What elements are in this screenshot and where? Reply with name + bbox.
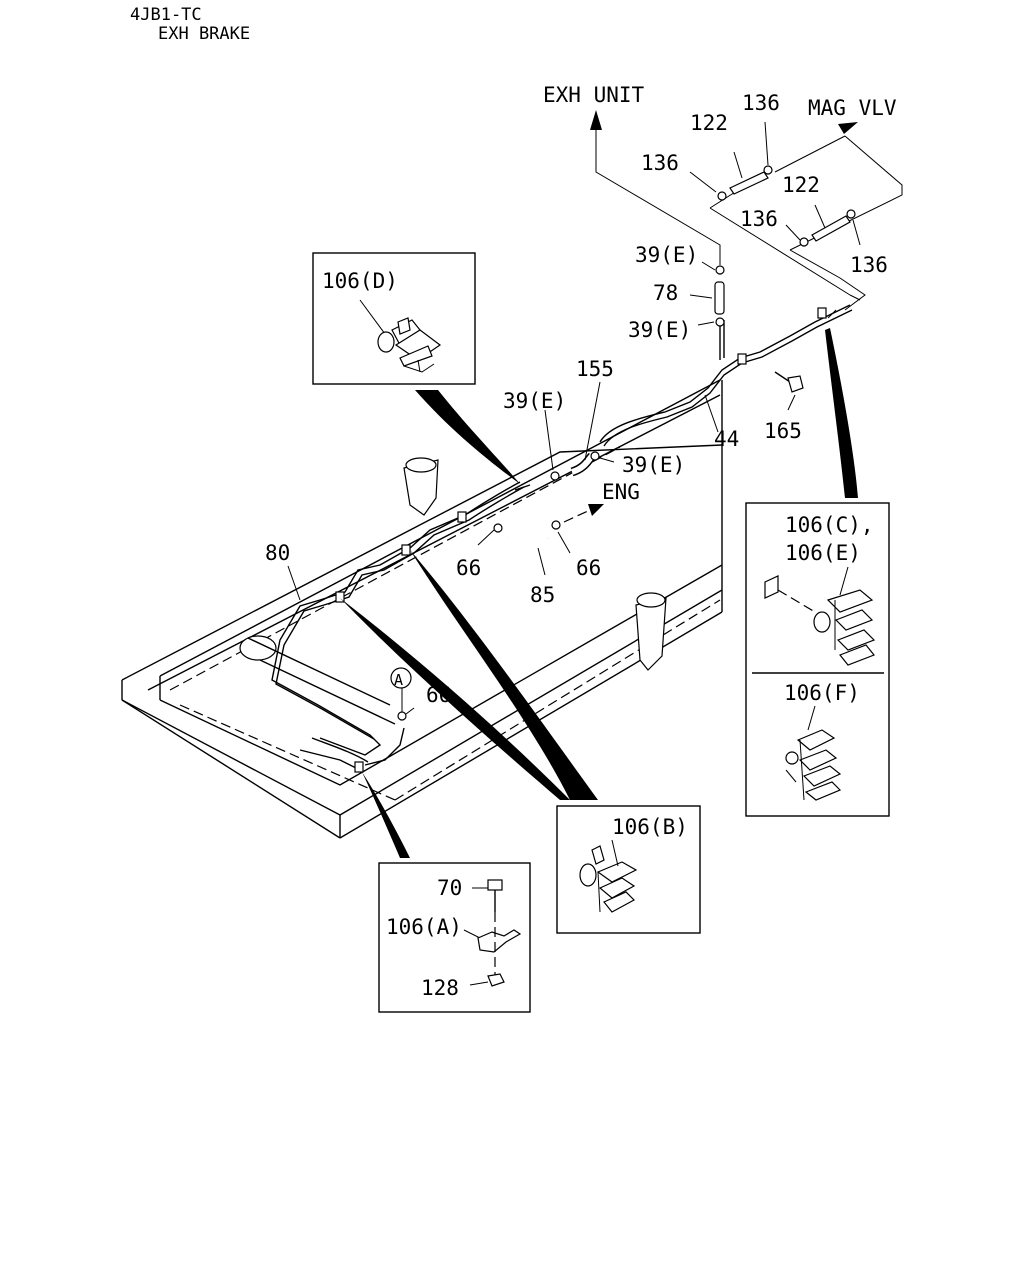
hose-122-upper — [729, 171, 769, 195]
inset-106b: 106(B) — [556, 805, 701, 934]
clip-39e — [550, 265, 725, 481]
reference-circle-a: A — [390, 667, 412, 689]
label-mag-vlv: MAG VLV — [808, 96, 897, 120]
inset-106d-label: 106(D) — [322, 269, 398, 293]
callout-66: 66 — [456, 556, 481, 580]
inset-106a: 70 106(A) 128 — [378, 862, 531, 1013]
clip-136 — [717, 165, 856, 247]
callout-66: 66 — [576, 556, 601, 580]
callout-136: 136 — [742, 91, 780, 115]
clip-106f-icon — [785, 705, 842, 801]
clip-106b-icon — [579, 839, 638, 913]
callout-78: 78 — [653, 281, 678, 305]
callout-155: 155 — [576, 357, 614, 381]
arrow-exh-unit — [590, 110, 602, 130]
inset-106c-106e-106f: 106(C), 106(E) 106(F) — [745, 502, 890, 817]
inset-106b-label: 106(B) — [612, 815, 688, 839]
clip-66 — [397, 520, 561, 721]
clip-106d-icon — [359, 299, 442, 373]
header-system: EXH BRAKE — [158, 24, 250, 44]
callout-136: 136 — [850, 253, 888, 277]
inset-106d: 106(D) — [312, 252, 476, 385]
svg-text:A: A — [394, 671, 403, 689]
hose-78 — [714, 281, 725, 315]
callout-165: 165 — [764, 419, 802, 443]
callout-136: 136 — [740, 207, 778, 231]
inset-128-label: 128 — [421, 976, 459, 1000]
inset-106c-label: 106(C), — [785, 513, 874, 537]
callout-80: 80 — [265, 541, 290, 565]
leader-lines — [287, 121, 861, 715]
arrow-mag-vlv — [838, 122, 858, 134]
inset-70-label: 70 — [437, 876, 462, 900]
callout-44: 44 — [714, 427, 739, 451]
clip-106c-icon — [764, 566, 876, 666]
pipe-44 — [599, 304, 853, 447]
label-exh-unit: EXH UNIT — [543, 83, 645, 107]
hose-122-lower — [811, 215, 851, 242]
bolt-70-icon — [472, 879, 503, 912]
callout-136: 136 — [641, 151, 679, 175]
pipe-clamps — [335, 307, 827, 773]
clamp-106a-icon — [463, 912, 522, 975]
nut-128-icon — [469, 973, 505, 987]
callout-39e: 39(E) — [628, 318, 691, 342]
callout-85: 85 — [530, 583, 555, 607]
chassis-frame — [121, 379, 723, 839]
bolt-165 — [774, 371, 804, 393]
inset-106a-label: 106(A) — [386, 915, 462, 939]
label-eng: ENG — [602, 480, 640, 504]
inset-106f-label: 106(F) — [784, 681, 860, 705]
header-model: 4JB1-TC — [130, 5, 202, 25]
callout-39e: 39(E) — [503, 389, 566, 413]
callout-122: 122 — [690, 111, 728, 135]
inset-pointers — [340, 328, 858, 858]
callout-122: 122 — [782, 173, 820, 197]
callout-39e: 39(E) — [635, 243, 698, 267]
pipe-80 — [271, 481, 525, 766]
callout-39e: 39(E) — [622, 453, 685, 477]
inset-106e-label: 106(E) — [785, 541, 861, 565]
arrow-eng — [563, 504, 604, 523]
